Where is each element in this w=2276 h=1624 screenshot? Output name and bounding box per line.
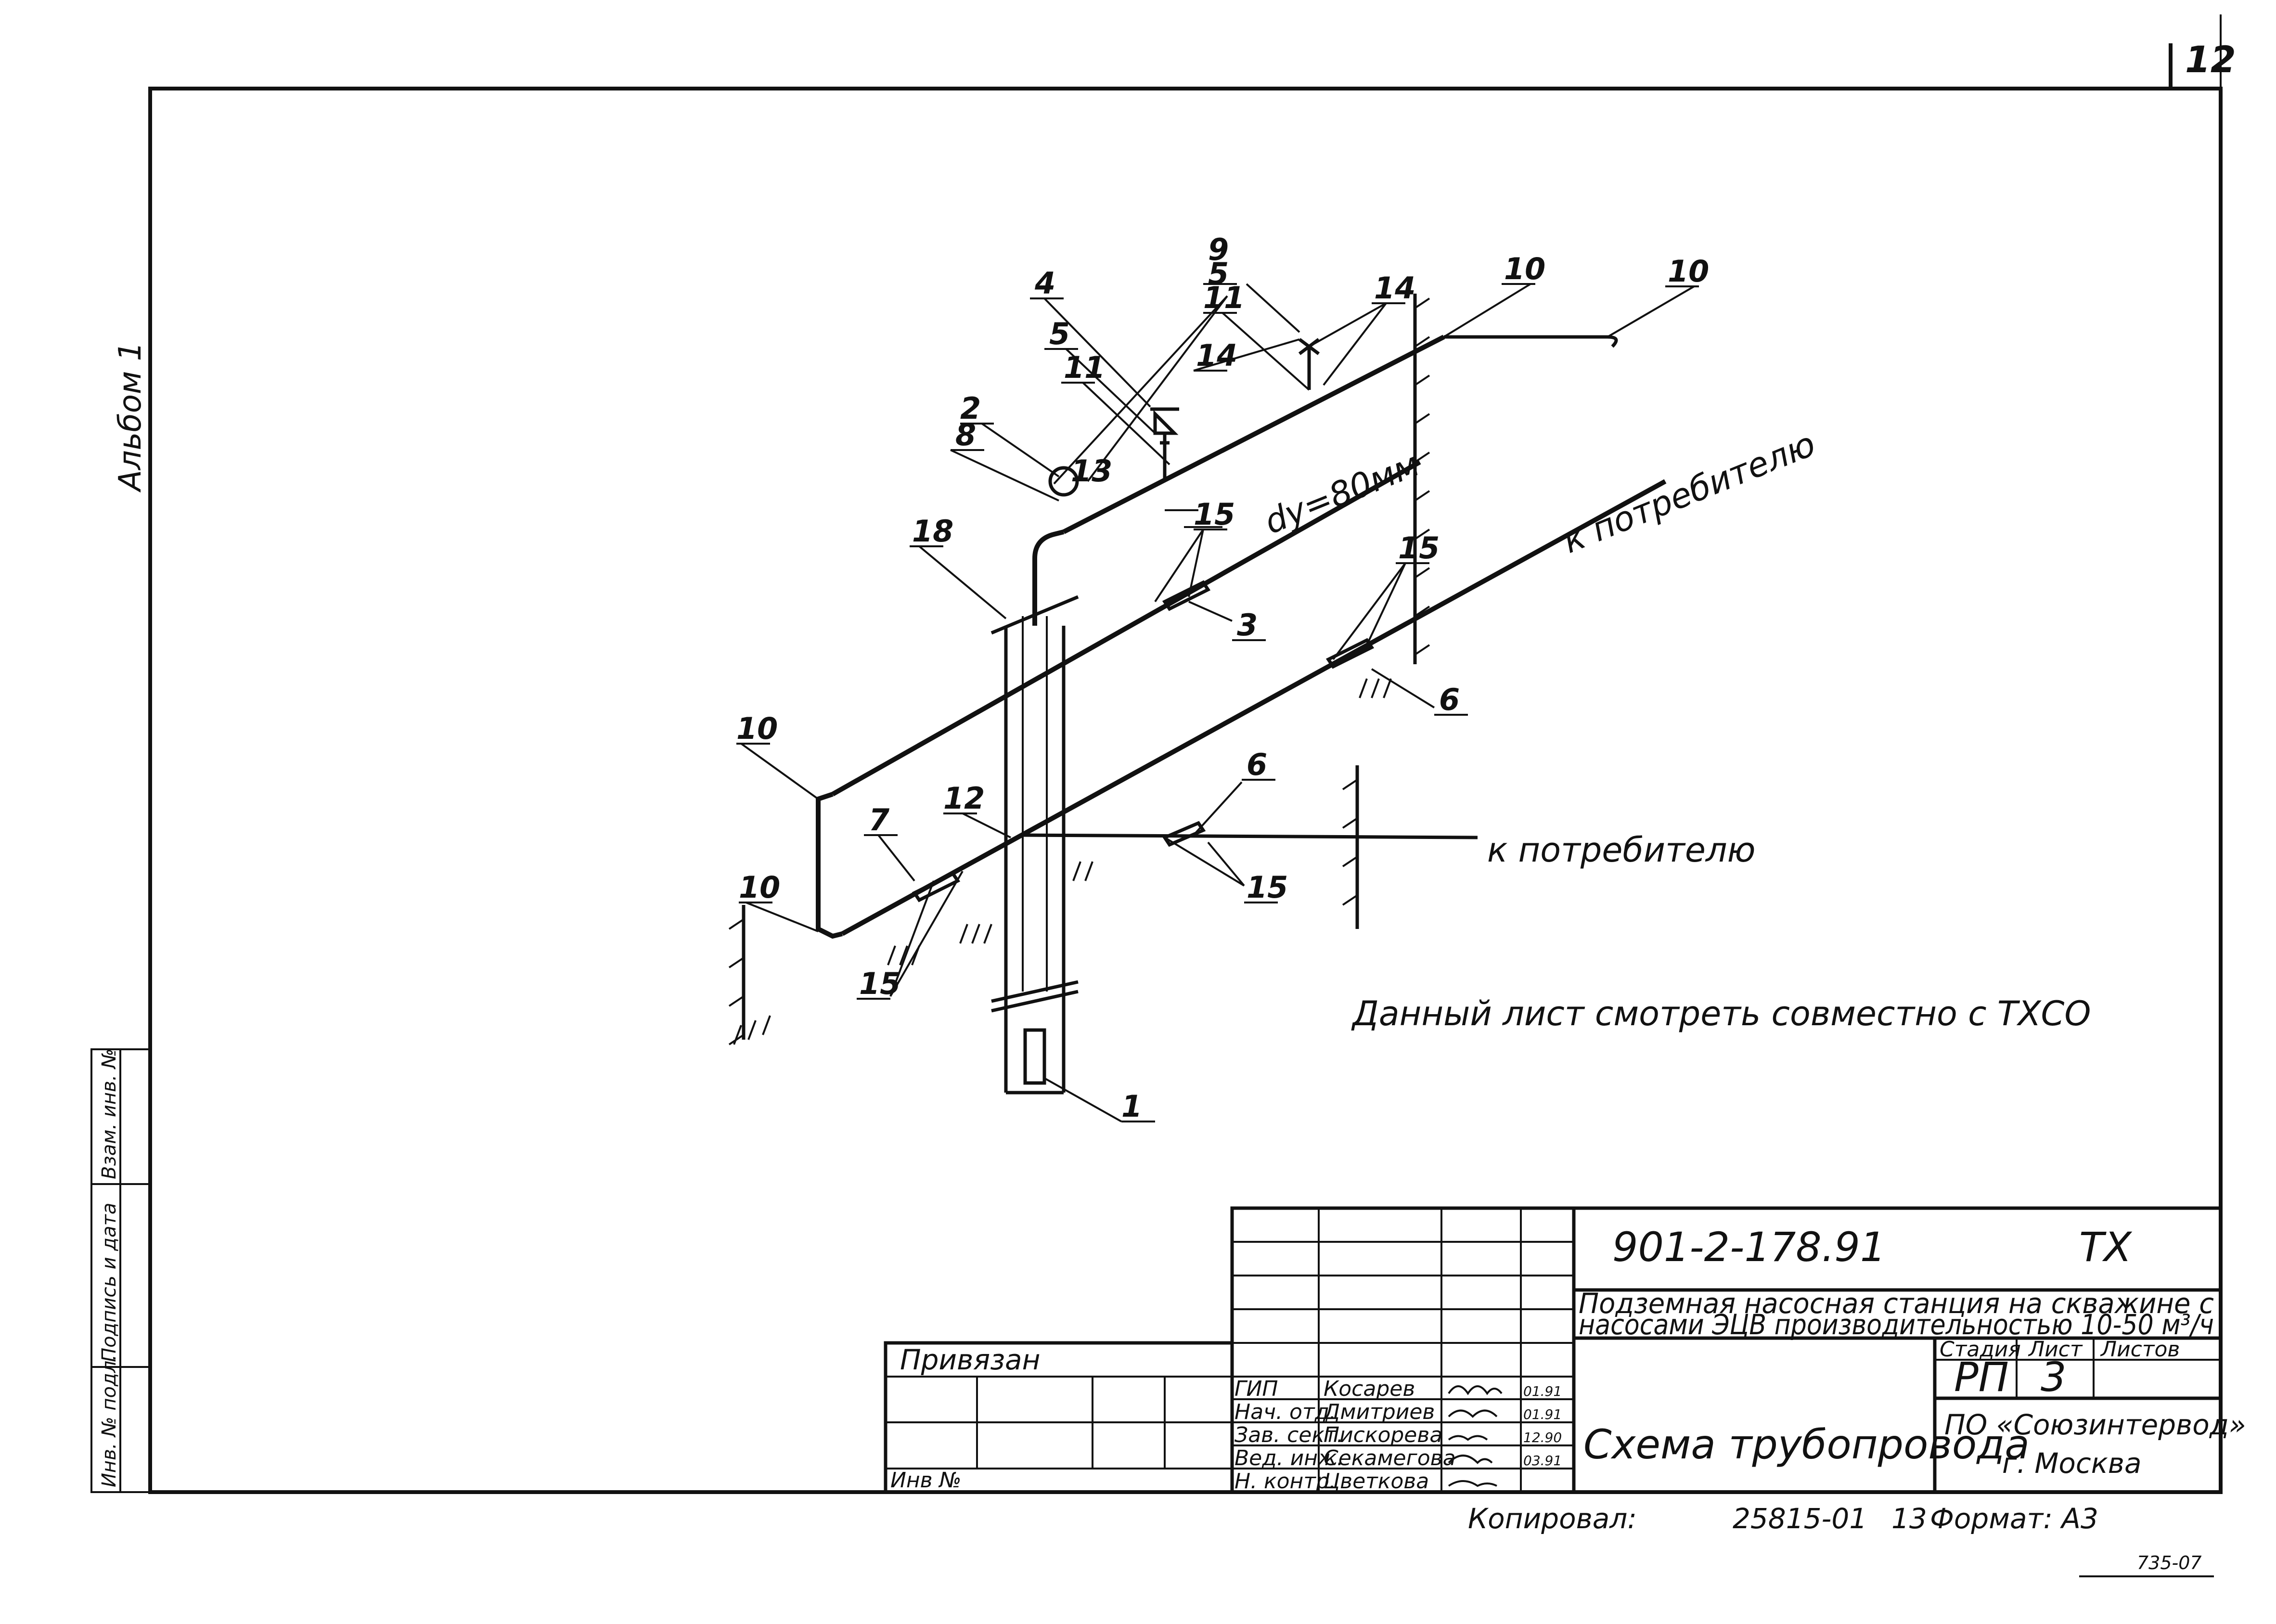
project-title-line2: насосами ЭЦВ производительностью 10-50 м… <box>1579 1308 2214 1341</box>
signature-scribbles <box>1448 1385 1503 1487</box>
page-number: 12 <box>2185 38 2236 81</box>
upper-main-pipe <box>1062 335 1445 534</box>
signer-role: Зав. сект. <box>1234 1423 1344 1447</box>
inv-label: Инв № <box>890 1468 961 1493</box>
callout-underlines <box>736 283 1699 1122</box>
format-label: Формат: А3 <box>1930 1502 2098 1535</box>
wall-right <box>1413 294 1430 664</box>
well-casing <box>990 595 1079 1095</box>
lower-horizontal-pipe <box>1020 833 1478 839</box>
signer-role: Вед. инж. <box>1234 1446 1344 1470</box>
callout-14b: 14 <box>1196 338 1237 373</box>
bottom-right-code: 735-07 <box>2137 1552 2202 1573</box>
album-label: Альбом 1 <box>113 342 148 493</box>
callout-8: 8 <box>955 417 976 452</box>
callout-12: 12 <box>943 781 985 816</box>
signer-role: Нач. отд. <box>1234 1400 1336 1424</box>
margin-stamp-box <box>90 1048 151 1493</box>
destination-lower: к потребителю <box>1487 830 1756 870</box>
destination-upper: к потребителю <box>1557 424 1821 561</box>
valve-icon-9 <box>1298 338 1320 390</box>
callout-10b: 10 <box>1668 254 1709 289</box>
signer-name: Косарев <box>1324 1377 1415 1401</box>
callout-10d: 10 <box>739 870 780 905</box>
coupling-icon-6b <box>1162 821 1206 847</box>
margin-stamp-signature: Подпись и дата <box>98 1203 120 1362</box>
callout-5a: 5 <box>1208 256 1229 291</box>
valve-icon-4 <box>1150 407 1179 481</box>
callout-15b: 15 <box>1398 530 1440 566</box>
sheet-number: 3 <box>2041 1353 2066 1401</box>
signer-date: 03.91 <box>1523 1453 1562 1469</box>
riser-pipe <box>1032 529 1065 626</box>
lower-diagonal-pipe <box>841 479 1667 936</box>
copied-label: Копировал: <box>1468 1502 1637 1535</box>
left-loop <box>816 792 843 939</box>
pressure-gauge-icon <box>1048 466 1079 497</box>
callout-7: 7 <box>869 802 890 838</box>
sheet-note: Данный лист смотреть совместно с ТХСО <box>1351 994 2091 1033</box>
callout-1: 1 <box>1121 1089 1142 1124</box>
wall-left <box>728 905 746 1045</box>
callout-6a: 6 <box>1439 682 1460 717</box>
callout-4: 4 <box>1034 266 1055 301</box>
callout-9: 9 <box>1208 232 1229 267</box>
org-line2: г. Москва <box>2002 1447 2142 1480</box>
sheet-title: Схема трубопровода <box>1583 1421 2030 1468</box>
callout-13: 13 <box>1071 453 1112 489</box>
callout-15d: 15 <box>859 966 900 1001</box>
stage-value: РП <box>1954 1353 2009 1401</box>
signer-date: 01.91 <box>1523 1383 1562 1399</box>
margin-stamp-inv: Инв. № подл. <box>98 1354 120 1487</box>
coupling-icon-6 <box>1325 638 1375 669</box>
callout-5b: 5 <box>1049 316 1070 351</box>
callout-14a: 14 <box>1374 271 1415 306</box>
doc-mark: ТХ <box>2079 1224 2133 1271</box>
middle-diagonal-pipe <box>831 460 1421 797</box>
bend-top-right <box>1607 335 1618 348</box>
sheets-header: Листов <box>2100 1337 2180 1362</box>
title-block-grid <box>884 1206 2223 1494</box>
signer-name: Цветкова <box>1324 1469 1429 1494</box>
signer-role: Н. контр. <box>1234 1469 1336 1494</box>
project-title-line1: Подземная насосная станция на скважине с <box>1579 1287 2214 1320</box>
privyazan-label: Привязан <box>900 1343 1041 1376</box>
signers-table: ГИП Косарев 01.91 Нач. отд. Дмитриев 01.… <box>1234 1377 1562 1494</box>
signer-name: Дмитриев <box>1323 1400 1435 1424</box>
coupling-icon-7 <box>912 871 961 902</box>
signer-date: 01.91 <box>1523 1406 1562 1422</box>
support-hatch-marks <box>733 678 1392 1045</box>
callout-15c: 15 <box>1247 870 1288 905</box>
org-line1: ПО «Союзинтервод» <box>1944 1408 2246 1441</box>
pipe-diameter-label: dу=80мм <box>1259 444 1425 542</box>
signer-name: Секамегова <box>1324 1446 1456 1470</box>
copy-sheet: 13 <box>1891 1502 1927 1535</box>
margin-stamp-replace: Взам. инв. № <box>98 1048 120 1179</box>
leader-lines <box>740 283 1695 1122</box>
callout-10c: 10 <box>736 711 778 746</box>
sheet-frame <box>148 14 2223 1494</box>
stage-header: Стадия <box>1940 1337 2021 1362</box>
wall-middle <box>1342 765 1359 929</box>
doc-code: 901-2-178.91 <box>1612 1224 1886 1271</box>
sheet-header: Лист <box>2028 1337 2083 1362</box>
callout-15a: 15 <box>1194 497 1235 532</box>
callout-11a: 11 <box>1203 280 1245 315</box>
callout-18: 18 <box>912 514 953 549</box>
callout-3: 3 <box>1237 607 1258 643</box>
callout-6b: 6 <box>1247 747 1267 782</box>
copy-number: 25815-01 <box>1733 1502 1867 1535</box>
signer-date: 12.90 <box>1523 1430 1562 1445</box>
callout-10a: 10 <box>1504 251 1545 286</box>
signer-role: ГИП <box>1234 1377 1278 1401</box>
pipeline-diagram <box>728 283 1699 1122</box>
callout-2: 2 <box>960 391 981 426</box>
signer-name: Пискорева <box>1324 1423 1442 1447</box>
callout-11b: 11 <box>1064 350 1105 385</box>
